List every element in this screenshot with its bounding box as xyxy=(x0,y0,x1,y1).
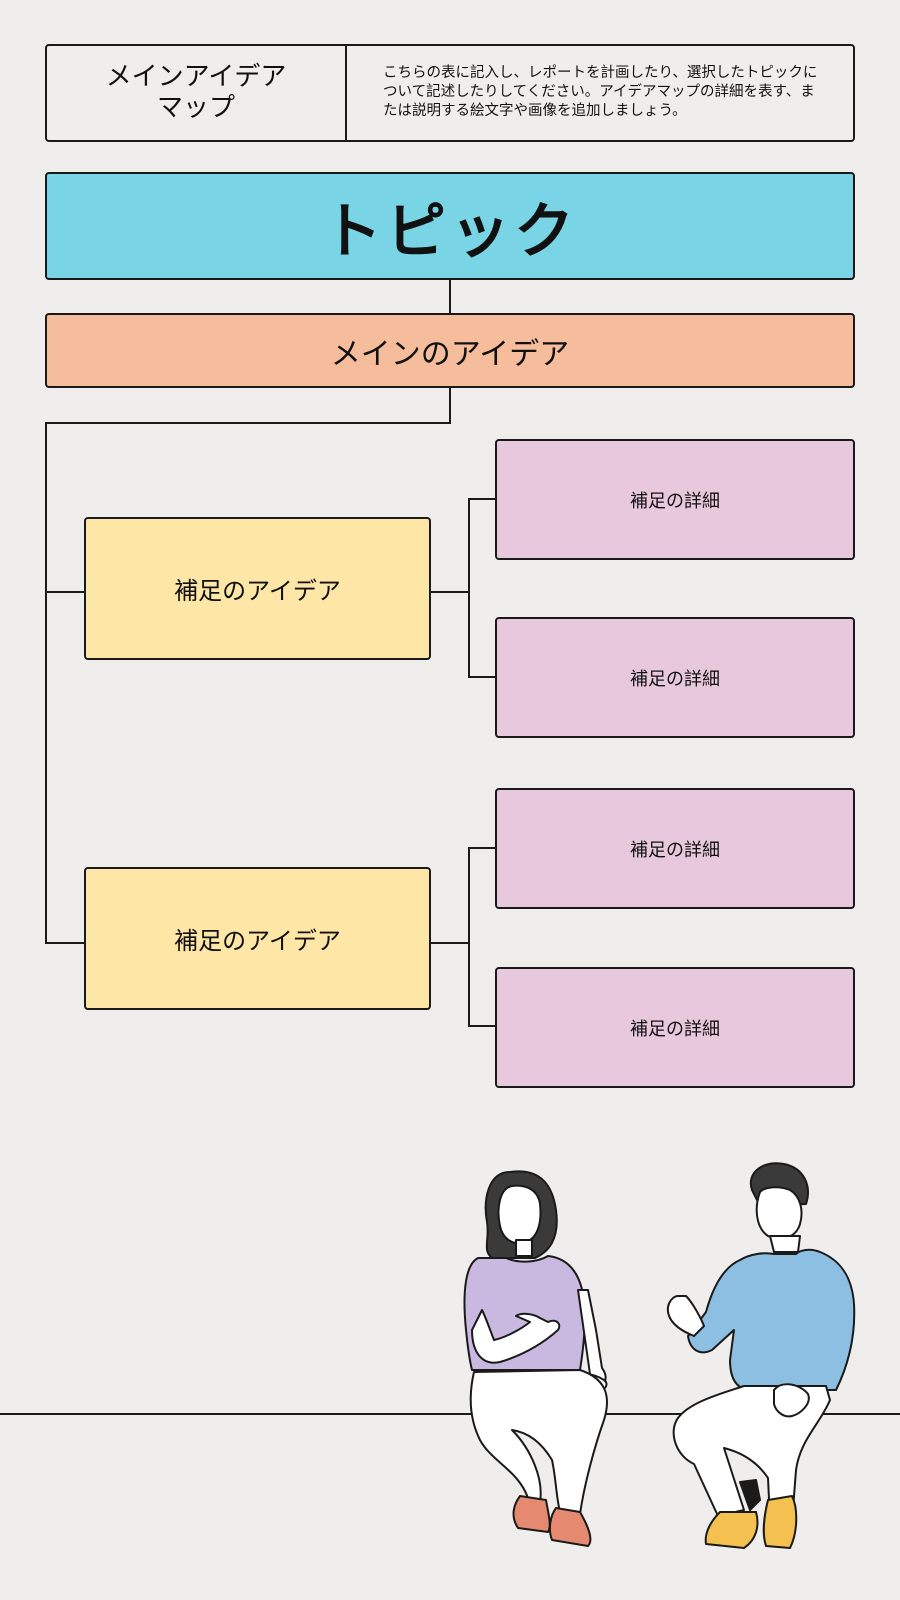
topic-label: トピック xyxy=(322,196,578,267)
detail-label: 補足の詳細 xyxy=(630,1018,720,1040)
connector-main-down xyxy=(449,388,451,424)
header-box: メインアイデア マップ こちらの表に記入し、レポートを計画したり、選択したトピッ… xyxy=(45,44,855,142)
floor-line xyxy=(0,1413,900,1415)
connector-detail-3 xyxy=(468,847,495,849)
detail-label: 補足の詳細 xyxy=(630,668,720,690)
detail-box: 補足の詳細 xyxy=(495,967,855,1088)
supporting-idea-box: 補足のアイデア xyxy=(84,867,431,1010)
connector-trunk-support-1 xyxy=(45,591,84,593)
connector-support-2-branch xyxy=(431,942,470,944)
page-title: メインアイデア マップ xyxy=(105,62,287,123)
connector-support-2-spine xyxy=(468,847,470,1027)
connector-support-1-branch xyxy=(431,591,470,593)
supporting-idea-label: 補足のアイデア xyxy=(174,927,341,955)
detail-box: 補足の詳細 xyxy=(495,617,855,738)
connector-main-horizontal xyxy=(45,422,451,424)
header-divider xyxy=(345,46,347,140)
connector-detail-2 xyxy=(468,676,495,678)
connector-detail-4 xyxy=(468,1025,495,1027)
people-illustration xyxy=(463,1162,856,1549)
detail-box: 補足の詳細 xyxy=(495,788,855,909)
main-idea-box: メインのアイデア xyxy=(45,313,855,388)
connector-support-1-spine xyxy=(468,498,470,678)
header-description: こちらの表に記入し、レポートを計画したり、選択したトピックについて記述したりして… xyxy=(383,65,818,119)
main-idea-label: メインのアイデア xyxy=(330,336,570,372)
connector-trunk-support-2 xyxy=(45,942,84,944)
connector-topic-main xyxy=(449,280,451,313)
supporting-idea-box: 補足のアイデア xyxy=(84,517,431,660)
woman-figure xyxy=(463,1170,608,1547)
supporting-idea-label: 補足のアイデア xyxy=(174,577,341,605)
detail-box: 補足の詳細 xyxy=(495,439,855,560)
man-figure xyxy=(666,1162,856,1549)
detail-label: 補足の詳細 xyxy=(630,839,720,861)
connector-detail-1 xyxy=(468,498,495,500)
detail-label: 補足の詳細 xyxy=(630,490,720,512)
connector-trunk xyxy=(45,422,47,944)
topic-box: トピック xyxy=(45,172,855,280)
